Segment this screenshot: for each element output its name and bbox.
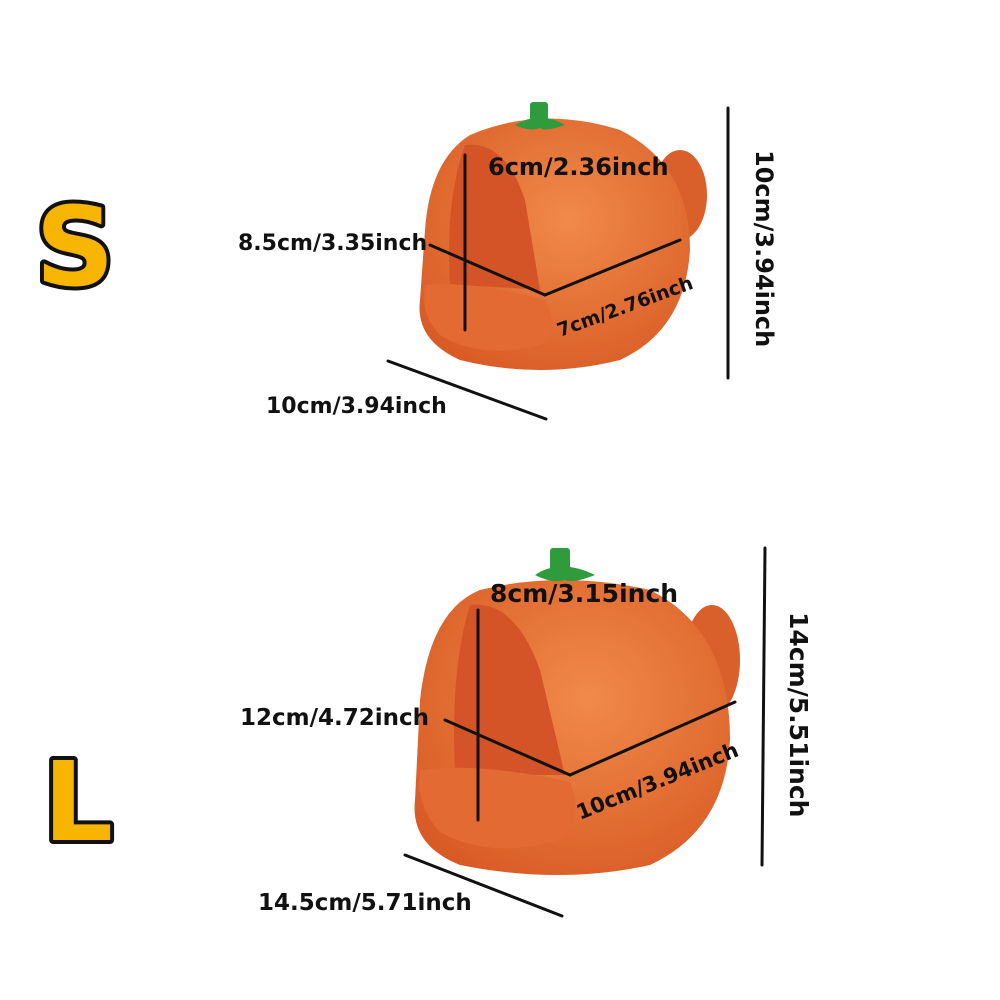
bottom-width-label: 10cm/3.94inch (266, 394, 447, 419)
bottom-width-label: 14.5cm/5.71inch (258, 890, 472, 916)
depth-line (568, 700, 737, 777)
orange-house-large (414, 548, 740, 875)
stem-icon (550, 548, 570, 574)
height-line (760, 546, 767, 867)
height-label: 10cm/3.94inch (750, 150, 778, 347)
top-width-label: 8cm/3.15inch (490, 579, 678, 608)
orange-house-small (419, 102, 707, 370)
depth-line (543, 238, 682, 297)
bottom-width-line (386, 359, 548, 421)
size-l-panel: L 8cm/3.15inch 12cm/4.72inch 10cm/3.94in… (0, 500, 1000, 1000)
size-l-diagram: L 8cm/3.15inch 12cm/4.72inch 10cm/3.94in… (39, 546, 813, 918)
size-label-l: L (43, 738, 113, 866)
size-s-panel: S 6cm/2.36inch 8.5cm/3.35inch 7cm/2.76in… (31, 102, 778, 421)
entrance-opening (449, 144, 540, 290)
top-width-label: 6cm/2.36inch (488, 153, 669, 181)
inner-height-label: 12cm/4.72inch (240, 705, 429, 731)
inner-width-line (428, 243, 547, 297)
entrance-lip (419, 767, 576, 849)
size-s-diagram: S 6cm/2.36inch 8.5cm/3.35inch 7cm/2.76in… (31, 102, 778, 421)
inner-height-label: 8.5cm/3.35inch (238, 231, 427, 256)
size-label-s: S (35, 183, 114, 311)
bottom-width-line (403, 853, 564, 918)
inner-width-line (443, 718, 572, 777)
height-label: 14cm/5.51inch (784, 612, 813, 817)
entrance-opening (454, 604, 565, 775)
entrance-lip (424, 284, 552, 351)
stem-icon (530, 102, 548, 124)
